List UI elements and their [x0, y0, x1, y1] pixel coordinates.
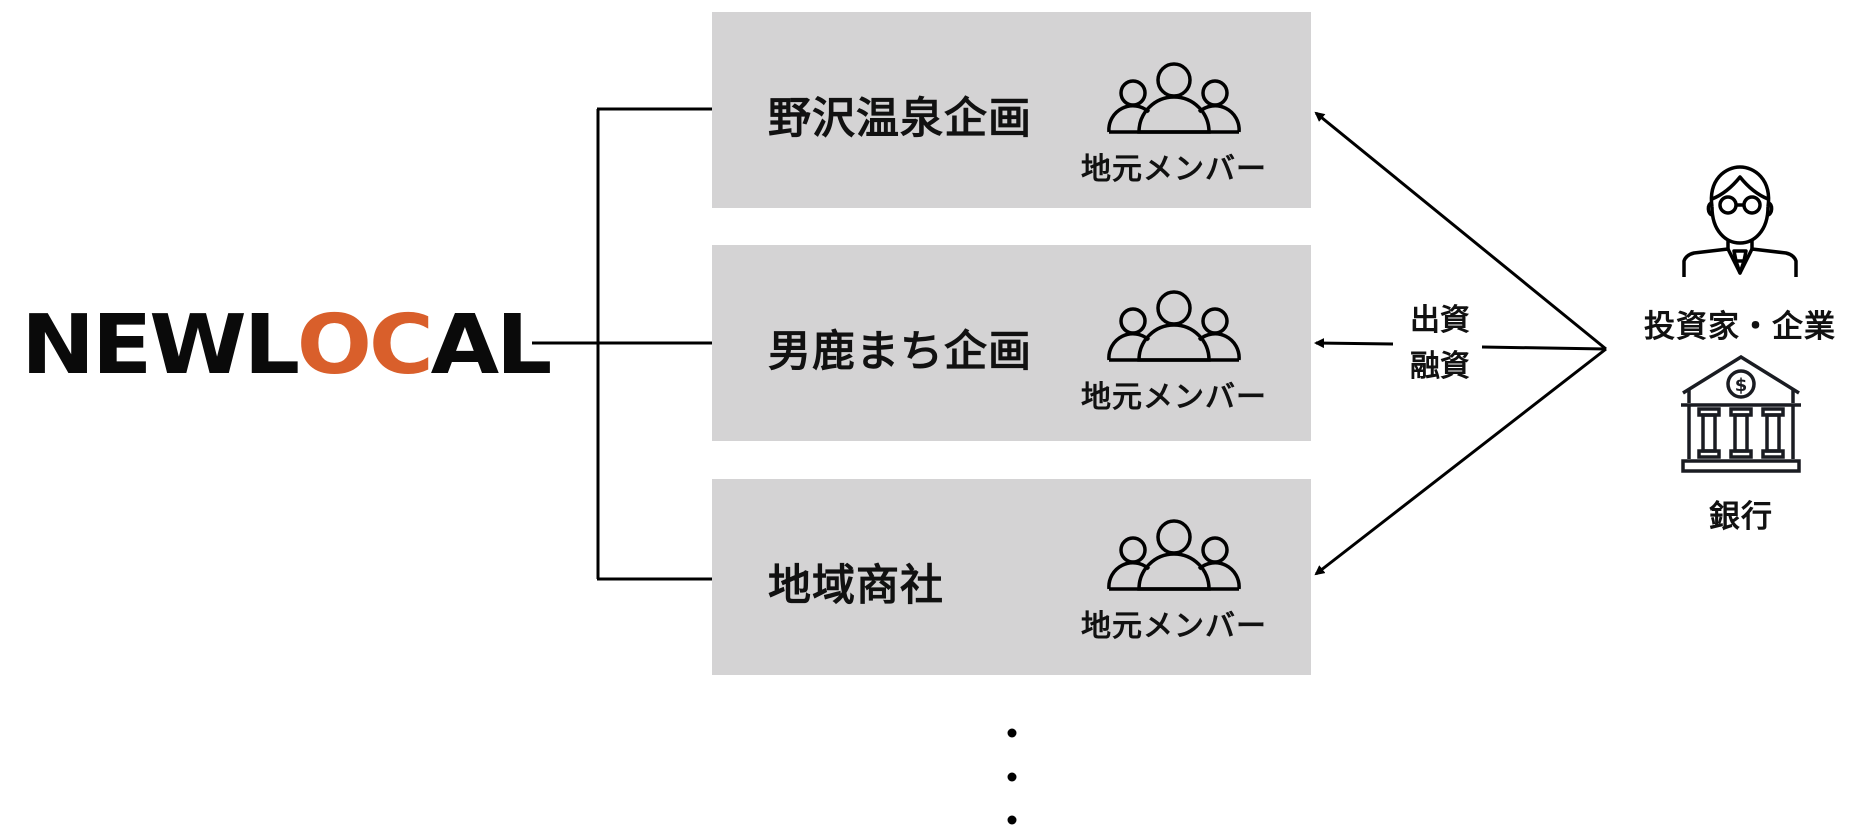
logo-text-end: AL [430, 298, 553, 393]
more-dots [1007, 728, 1017, 825]
actor-bank: $ 銀行 [1680, 354, 1802, 536]
project-box-trading: 地域商社 地元メンバー [712, 479, 1311, 675]
group-icon [1107, 519, 1241, 591]
group-icon [1107, 290, 1241, 362]
funding-label: 出資 融資 [1405, 298, 1475, 390]
loan-label: 融資 [1410, 349, 1470, 384]
local-members: 地元メンバー [1073, 290, 1275, 416]
logo-accent-text: OC [296, 298, 434, 393]
bank-label: 銀行 [1709, 499, 1773, 535]
project-title: 野沢温泉企画 [768, 94, 1032, 144]
org-bracket [532, 107, 712, 581]
investor-icon [1682, 165, 1798, 277]
investor-label: 投資家・企業 [1644, 309, 1836, 345]
members-label: 地元メンバー [1081, 380, 1267, 415]
funding-arrows [1314, 111, 1607, 576]
investment-label: 出資 [1410, 303, 1470, 338]
project-title: 地域商社 [768, 561, 944, 611]
members-label: 地元メンバー [1081, 152, 1267, 187]
project-box-oga: 男鹿まち企画 地元メンバー [712, 245, 1311, 441]
bank-icon: $ [1681, 354, 1801, 473]
project-box-nozawa: 野沢温泉企画 地元メンバー [712, 12, 1311, 208]
local-members: 地元メンバー [1073, 519, 1275, 645]
svg-text:$: $ [1735, 375, 1748, 396]
local-members: 地元メンバー [1073, 62, 1275, 188]
members-label: 地元メンバー [1081, 609, 1267, 644]
project-title: 男鹿まち企画 [768, 327, 1032, 377]
logo-text-start: NEWL [21, 298, 300, 393]
actor-investor: 投資家・企業 [1630, 165, 1850, 346]
group-icon [1107, 62, 1241, 134]
